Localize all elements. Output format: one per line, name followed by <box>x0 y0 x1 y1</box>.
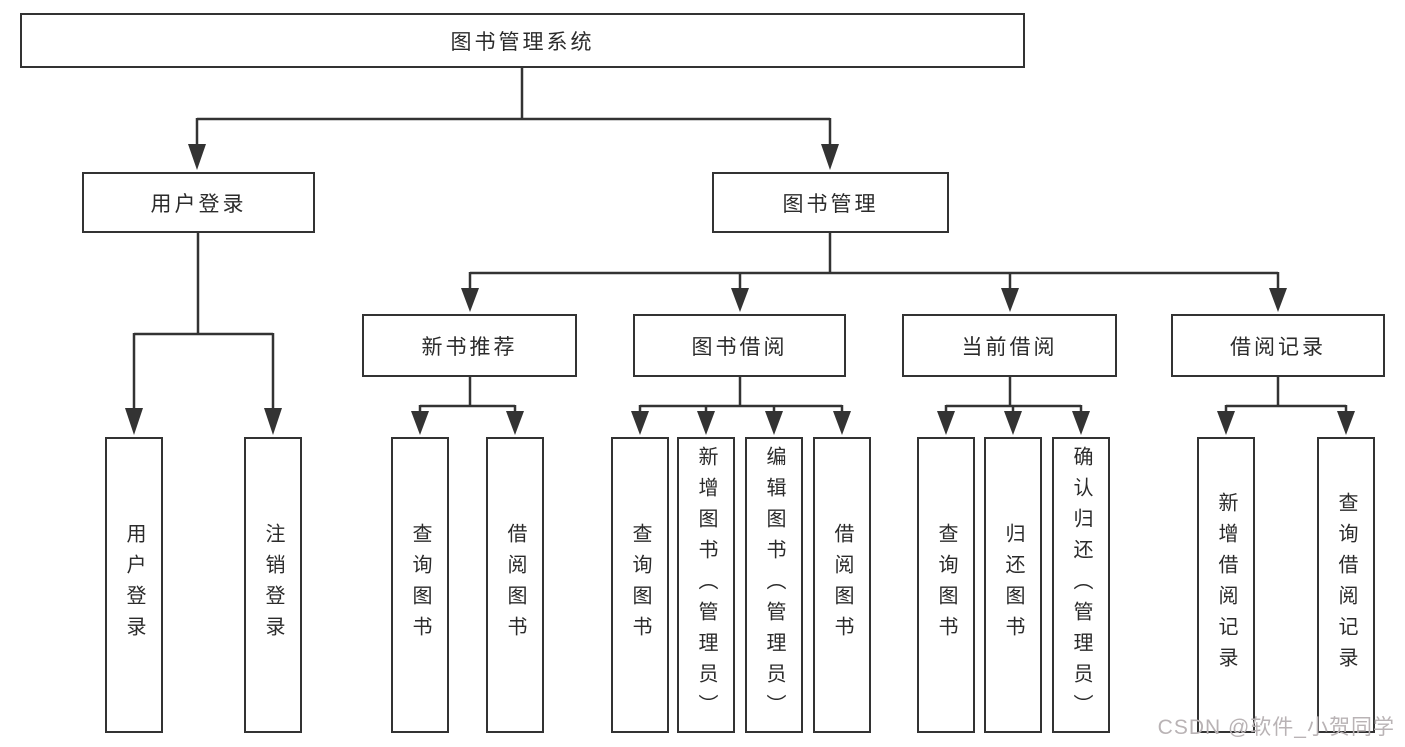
leaf-logout-label: 注销登录 <box>262 523 284 647</box>
leaf-recommend-borrow-books-label: 借阅图书 <box>504 523 526 647</box>
leaf-borrow-books-label: 借阅图书 <box>831 523 853 647</box>
node-current-borrow-label: 当前借阅 <box>961 335 1058 359</box>
node-user-login: 用户登录 <box>82 172 315 233</box>
node-book-management: 图书管理 <box>712 172 949 233</box>
leaf-borrow-query-books-label: 查询图书 <box>629 523 651 647</box>
leaf-user-login-label: 用户登录 <box>123 523 145 647</box>
node-book-borrow-label: 图书借阅 <box>691 335 788 359</box>
leaf-recommend-borrow-books: 借阅图书 <box>486 437 544 733</box>
node-new-book-recommend: 新书推荐 <box>362 314 577 377</box>
leaf-query-borrow-record: 查询借阅记录 <box>1317 437 1375 733</box>
leaf-borrow-query-books: 查询图书 <box>611 437 669 733</box>
node-library-system-label: 图书管理系统 <box>450 30 595 54</box>
node-book-borrow: 图书借阅 <box>633 314 846 377</box>
node-borrow-records: 借阅记录 <box>1171 314 1385 377</box>
node-borrow-records-label: 借阅记录 <box>1230 335 1326 359</box>
node-new-book-recommend-label: 新书推荐 <box>421 335 518 359</box>
leaf-user-login: 用户登录 <box>105 437 163 733</box>
leaf-borrow-books: 借阅图书 <box>813 437 871 733</box>
leaf-add-books-admin: 新增图书（管理员） <box>677 437 735 733</box>
leaf-current-query-books-label: 查询图书 <box>935 523 957 647</box>
leaf-add-borrow-record-label: 新增借阅记录 <box>1215 492 1237 678</box>
leaf-recommend-query-books-label: 查询图书 <box>409 523 431 647</box>
leaf-edit-books-admin: 编辑图书（管理员） <box>745 437 803 733</box>
leaf-return-books: 归还图书 <box>984 437 1042 733</box>
leaf-confirm-return-admin-label: 确认归还（管理员） <box>1070 445 1092 725</box>
node-current-borrow: 当前借阅 <box>902 314 1117 377</box>
node-book-management-label: 图书管理 <box>782 192 879 216</box>
leaf-edit-books-admin-label: 编辑图书（管理员） <box>763 445 785 725</box>
leaf-add-borrow-record: 新增借阅记录 <box>1197 437 1255 733</box>
leaf-return-books-label: 归还图书 <box>1002 523 1024 647</box>
node-user-login-label: 用户登录 <box>150 192 247 216</box>
leaf-add-books-admin-label: 新增图书（管理员） <box>695 445 717 725</box>
leaf-confirm-return-admin: 确认归还（管理员） <box>1052 437 1110 733</box>
node-library-system: 图书管理系统 <box>20 13 1025 68</box>
leaf-logout: 注销登录 <box>244 437 302 733</box>
leaf-current-query-books: 查询图书 <box>917 437 975 733</box>
csdn-watermark: CSDN @软件_小贺同学 <box>1157 716 1395 739</box>
leaf-query-borrow-record-label: 查询借阅记录 <box>1335 492 1357 678</box>
leaf-recommend-query-books: 查询图书 <box>391 437 449 733</box>
